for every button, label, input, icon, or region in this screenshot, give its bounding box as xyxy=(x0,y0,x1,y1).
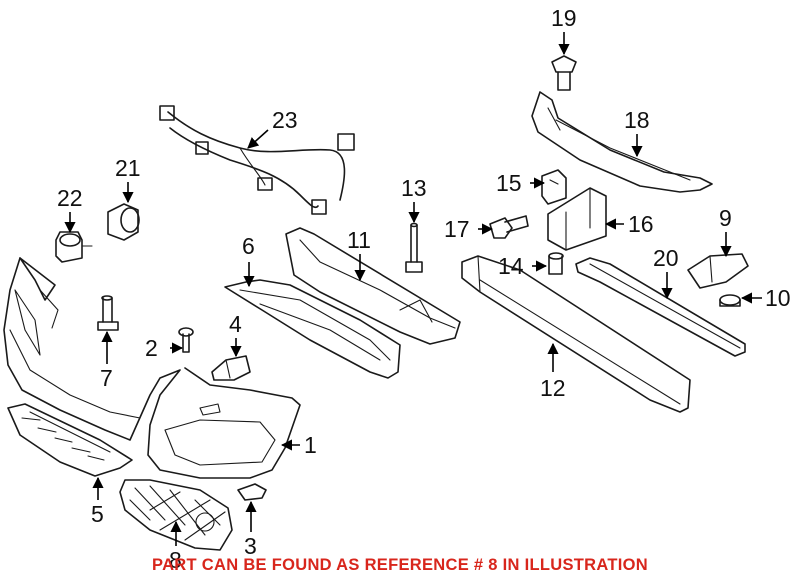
callout-6: 6 xyxy=(242,233,255,259)
part-bolt-17 xyxy=(489,215,529,239)
callout-13: 13 xyxy=(401,175,427,201)
callout-18: 18 xyxy=(624,107,650,133)
part-push-clip-19 xyxy=(551,55,577,91)
callout-10: 10 xyxy=(765,285,791,311)
part-stud-14 xyxy=(548,252,564,275)
part-sensor-holder-22 xyxy=(55,231,93,263)
callout-2: 2 xyxy=(145,335,158,361)
reference-note: PART CAN BE FOUND AS REFERENCE # 8 IN IL… xyxy=(152,556,648,574)
callout-leaders xyxy=(64,32,762,546)
callout-12: 12 xyxy=(540,375,566,401)
part-lower-grille xyxy=(7,403,133,477)
part-clip-15 xyxy=(541,169,567,205)
callout-5: 5 xyxy=(91,501,104,527)
callout-1: 1 xyxy=(304,432,317,458)
callout-22: 22 xyxy=(57,185,83,211)
callout-23: 23 xyxy=(272,107,298,133)
callout-19: 19 xyxy=(551,5,577,31)
callout-7: 7 xyxy=(100,365,113,391)
part-clip-3 xyxy=(237,483,267,501)
part-fog-grille xyxy=(119,479,233,551)
callout-21: 21 xyxy=(115,155,141,181)
part-absorber-20 xyxy=(575,257,746,357)
callout-3: 3 xyxy=(244,533,257,559)
part-impact-bar-12 xyxy=(461,255,691,413)
part-parking-sensor-21 xyxy=(107,203,140,241)
callout-9: 9 xyxy=(719,205,732,231)
part-bolt-7 xyxy=(97,295,119,331)
callout-15: 15 xyxy=(496,170,522,196)
callout-14: 14 xyxy=(498,253,524,279)
part-upper-guide-18 xyxy=(531,91,713,193)
part-bracket-9 xyxy=(687,253,749,289)
callout-numbers: 1 2 3 4 5 6 7 8 9 10 11 12 13 14 15 16 1… xyxy=(57,5,791,573)
part-nut-10 xyxy=(719,294,741,307)
callout-17: 17 xyxy=(444,216,470,242)
callout-16: 16 xyxy=(628,211,654,237)
part-bolt-13 xyxy=(405,222,423,273)
part-bracket-4 xyxy=(211,355,251,381)
callout-11: 11 xyxy=(347,227,371,253)
part-bracket-16 xyxy=(547,187,607,251)
part-guide-bracket-11 xyxy=(285,227,461,345)
callout-20: 20 xyxy=(653,245,679,271)
callout-8: 8 xyxy=(169,547,182,573)
part-bumper-cover xyxy=(3,257,301,479)
callout-4: 4 xyxy=(229,311,242,337)
part-air-guide-6 xyxy=(224,279,401,379)
part-wiring-harness-23 xyxy=(159,105,355,215)
